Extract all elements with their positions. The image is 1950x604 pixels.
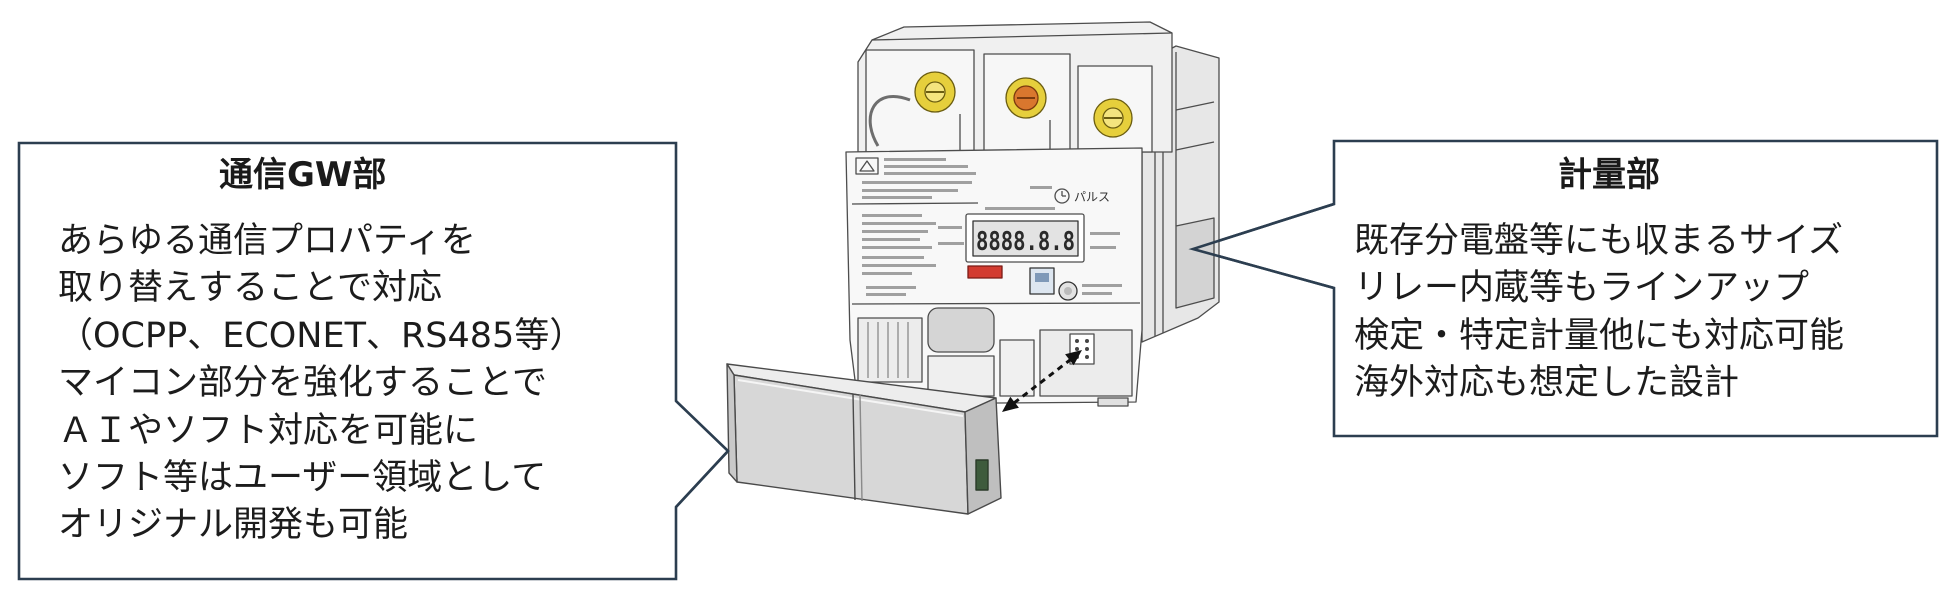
fine-print-row <box>938 226 962 229</box>
gw-callout-line: ソフト等はユーザー領域として <box>58 455 584 502</box>
meter-callout-title: 計量部 <box>1558 153 1660 197</box>
fine-print-row <box>862 222 936 225</box>
meter-callout-line: リレー内蔵等もラインアップ <box>1354 265 1844 312</box>
port-pin <box>1075 347 1079 351</box>
port-pin <box>1085 347 1089 351</box>
meter-callout-line: 既存分電盤等にも収まるサイズ <box>1354 218 1844 265</box>
meter-callout-line: 検定・特定計量他にも対応可能 <box>1354 313 1844 360</box>
port-pin <box>1085 339 1089 343</box>
lcd-digits: 8888.8.8 <box>976 227 1075 257</box>
terminal-screw-right <box>1094 99 1132 137</box>
alarm-indicator-red <box>968 266 1002 278</box>
fine-print-row <box>866 286 916 289</box>
smart-meter-illustration: パルス 8888.8.8 <box>846 22 1219 406</box>
fine-print-row <box>862 246 932 249</box>
fine-print-row <box>884 165 968 168</box>
port-pin <box>1085 355 1089 359</box>
fine-print-row <box>862 264 936 267</box>
display-button-face <box>1035 273 1049 282</box>
fine-print-row <box>1030 186 1052 189</box>
terminal-screw-left <box>915 72 955 112</box>
fine-print-row <box>1090 232 1120 235</box>
gw-callout-line: オリジナル開発も可能 <box>58 502 584 549</box>
terminal-screw-middle <box>1006 78 1046 118</box>
wiring-cutout <box>928 308 994 352</box>
din-rail-clip <box>1176 218 1214 308</box>
fine-print-row <box>1090 246 1116 249</box>
meter-callout-line: 海外対応も想定した設計 <box>1354 360 1844 407</box>
gw-callout-title: 通信GW部 <box>219 153 386 197</box>
gw-callout-line: （OCPP、ECONET、RS485等） <box>58 313 584 360</box>
fine-print-row <box>862 214 922 217</box>
port-pin <box>1075 339 1079 343</box>
pulse-label: パルス <box>1074 190 1110 204</box>
lcd-display: 8888.8.8 <box>966 214 1084 262</box>
gw-callout-line: ＡＩやソフト対応を可能に <box>58 408 584 455</box>
gw-callout-line: 取り替えすることで対応 <box>58 265 584 312</box>
fine-print-row <box>862 196 932 199</box>
gw-callout-line: マイコン部分を強化することで <box>58 360 584 407</box>
fine-print-row <box>938 242 964 245</box>
fine-print-row <box>985 207 1055 210</box>
fine-print-row <box>862 238 920 241</box>
test-button <box>1059 282 1077 300</box>
fine-print-row <box>862 181 972 184</box>
gw-callout-body: あらゆる通信プロパティを 取り替えすることで対応 （OCPP、ECONET、RS… <box>58 218 584 550</box>
meter-front-panel: パルス 8888.8.8 <box>846 148 1142 406</box>
test-button-center <box>1064 287 1072 295</box>
meter-callout-body: 既存分電盤等にも収まるサイズ リレー内蔵等もラインアップ 検定・特定計量他にも対… <box>1354 218 1844 408</box>
latch <box>1000 340 1034 396</box>
fine-print-row <box>866 293 906 296</box>
module-connector-tab <box>976 460 988 490</box>
fine-print-row <box>862 230 928 233</box>
fine-print-row <box>862 189 958 192</box>
fine-print-row <box>884 172 976 175</box>
module-right-face <box>965 398 1001 514</box>
fine-print-row <box>862 256 924 259</box>
fine-print-row <box>862 272 912 275</box>
display-button <box>1030 268 1054 294</box>
load-terminal-connector <box>858 318 922 382</box>
fine-print-row <box>1082 284 1122 287</box>
fine-print-row <box>1082 292 1112 295</box>
gw-callout-line: あらゆる通信プロパティを <box>58 218 584 265</box>
meter-terminal-block <box>858 22 1172 152</box>
meter-foot <box>1098 398 1128 406</box>
fine-print-row <box>884 158 946 161</box>
gw-interface-connector <box>1040 330 1132 396</box>
